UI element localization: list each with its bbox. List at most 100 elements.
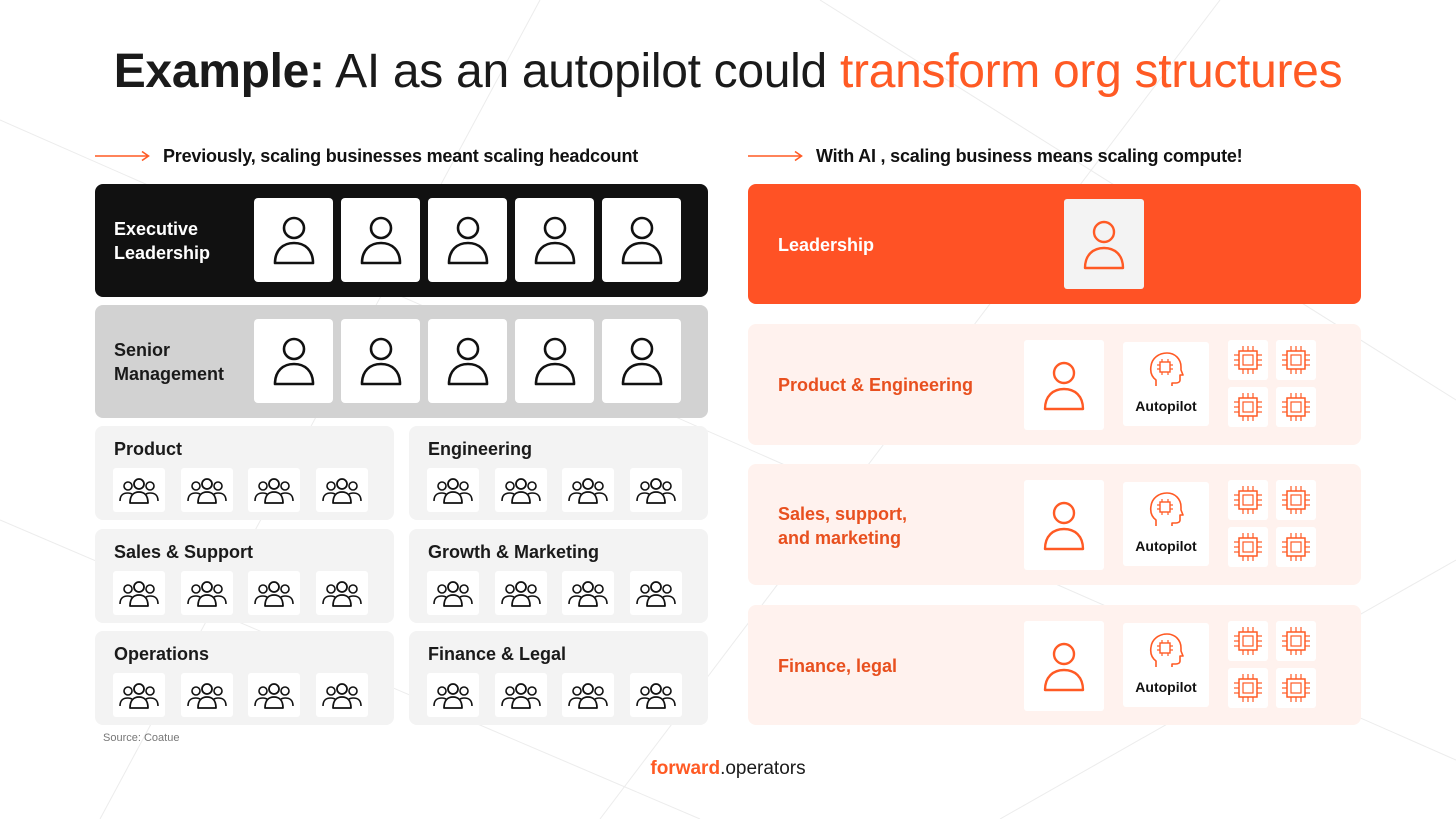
unit-label: Sales, support, and marketing	[778, 502, 907, 550]
compute-chip	[1276, 668, 1316, 708]
leadership-label: Leadership	[778, 235, 875, 255]
tier-label-line1: Executive	[114, 219, 199, 239]
brand-rest: .operators	[720, 758, 806, 779]
group-of-people-icon	[254, 683, 294, 709]
arrow-right-icon	[748, 150, 803, 162]
executive-card	[602, 198, 681, 282]
arrow-right-icon	[95, 150, 150, 162]
department-label: Finance & Legal	[428, 644, 567, 664]
department-growth-marketing: Growth & Marketing	[409, 529, 708, 623]
team-tile	[113, 571, 165, 615]
department-product: Product	[95, 426, 394, 520]
unit-label-line2: and marketing	[778, 528, 902, 548]
person-icon	[447, 216, 488, 265]
group-of-people-icon	[187, 478, 227, 504]
autopilot-label: Autopilot	[1135, 398, 1197, 414]
team-tile	[495, 468, 547, 512]
unit-label-line1: Product & Engineering	[778, 375, 974, 395]
group-of-people-icon	[433, 581, 473, 607]
ai-unit-product-engineering: Product & Engineering Autopilot	[748, 324, 1361, 445]
department-finance-legal: Finance & Legal	[409, 631, 708, 725]
right-subtitle: With AI , scaling business means scaling…	[748, 144, 1243, 168]
person-icon	[273, 337, 314, 386]
cpu-chip-icon	[1234, 346, 1262, 374]
ai-unit-sales-support-marketing: Sales, support, and marketing Autopilot	[748, 464, 1361, 585]
autopilot-card: Autopilot	[1123, 342, 1209, 426]
ai-head-icon	[1149, 492, 1184, 526]
ai-unit-finance-legal: Finance, legal Autopilot	[748, 605, 1361, 725]
department-operations: Operations	[95, 631, 394, 725]
department-label: Product	[114, 439, 183, 459]
group-of-people-icon	[322, 683, 362, 709]
autopilot-card: Autopilot	[1123, 482, 1209, 566]
compute-chip	[1228, 668, 1268, 708]
page-title: Example: AI as an autopilot could transf…	[0, 42, 1456, 102]
unit-label-line1: Finance, legal	[778, 656, 898, 676]
department-label: Engineering	[428, 439, 533, 459]
senior-card	[341, 319, 420, 403]
executive-card	[254, 198, 333, 282]
group-of-people-icon	[187, 581, 227, 607]
ai-head-icon	[1149, 633, 1184, 667]
executive-leadership-tier: Executive Leadership	[95, 184, 708, 297]
title-plain: AI as an autopilot could	[335, 45, 827, 98]
unit-label: Product & Engineering	[778, 373, 973, 397]
person-icon	[1043, 501, 1085, 551]
autopilot-label: Autopilot	[1135, 679, 1197, 695]
senior-card	[428, 319, 507, 403]
compute-chip	[1228, 480, 1268, 520]
team-tile	[248, 571, 300, 615]
person-icon	[534, 216, 575, 265]
senior-management-label: Senior Management	[114, 338, 224, 386]
department-label: Growth & Marketing	[428, 542, 600, 562]
group-of-people-icon	[636, 683, 676, 709]
cpu-chip-icon	[1282, 533, 1310, 561]
compute-chip	[1228, 621, 1268, 661]
autopilot-label: Autopilot	[1135, 538, 1197, 554]
senior-card	[254, 319, 333, 403]
executive-card	[428, 198, 507, 282]
team-tile	[495, 571, 547, 615]
team-tile	[316, 468, 368, 512]
executive-leadership-label: Executive Leadership	[114, 217, 210, 265]
team-tile	[316, 571, 368, 615]
group-of-people-icon	[501, 478, 541, 504]
team-tile	[248, 468, 300, 512]
cpu-chip-icon	[1282, 346, 1310, 374]
department-engineering: Engineering	[409, 426, 708, 520]
compute-chip	[1228, 527, 1268, 567]
team-tile	[562, 673, 614, 717]
group-of-people-icon	[501, 683, 541, 709]
person-icon	[1043, 642, 1085, 692]
brand-logo: forward.operators	[0, 758, 1456, 780]
cpu-chip-icon	[1282, 393, 1310, 421]
person-icon	[360, 337, 401, 386]
group-of-people-icon	[254, 478, 294, 504]
team-tile	[248, 673, 300, 717]
ai-head-icon	[1149, 352, 1184, 386]
person-icon	[273, 216, 314, 265]
team-tile	[113, 468, 165, 512]
group-of-people-icon	[433, 683, 473, 709]
cpu-chip-icon	[1234, 533, 1262, 561]
group-of-people-icon	[187, 683, 227, 709]
team-tile	[181, 571, 233, 615]
ai-leadership-tier: Leadership	[748, 184, 1361, 304]
team-tile	[427, 468, 479, 512]
team-tile	[562, 468, 614, 512]
senior-card	[602, 319, 681, 403]
leadership-card	[1064, 199, 1144, 289]
team-tile	[495, 673, 547, 717]
cpu-chip-icon	[1282, 627, 1310, 655]
cpu-chip-icon	[1234, 393, 1262, 421]
senior-card	[515, 319, 594, 403]
compute-chip	[1228, 387, 1268, 427]
autopilot-card: Autopilot	[1123, 623, 1209, 707]
team-tile	[113, 673, 165, 717]
brand-bold: forward	[650, 758, 721, 779]
tier-label-line2: Management	[114, 364, 225, 384]
unit-label: Finance, legal	[778, 654, 897, 678]
compute-chip	[1228, 340, 1268, 380]
right-subtitle-text: With AI , scaling business means scaling…	[816, 145, 1243, 166]
unit-label-line1: Sales, support,	[778, 504, 908, 524]
